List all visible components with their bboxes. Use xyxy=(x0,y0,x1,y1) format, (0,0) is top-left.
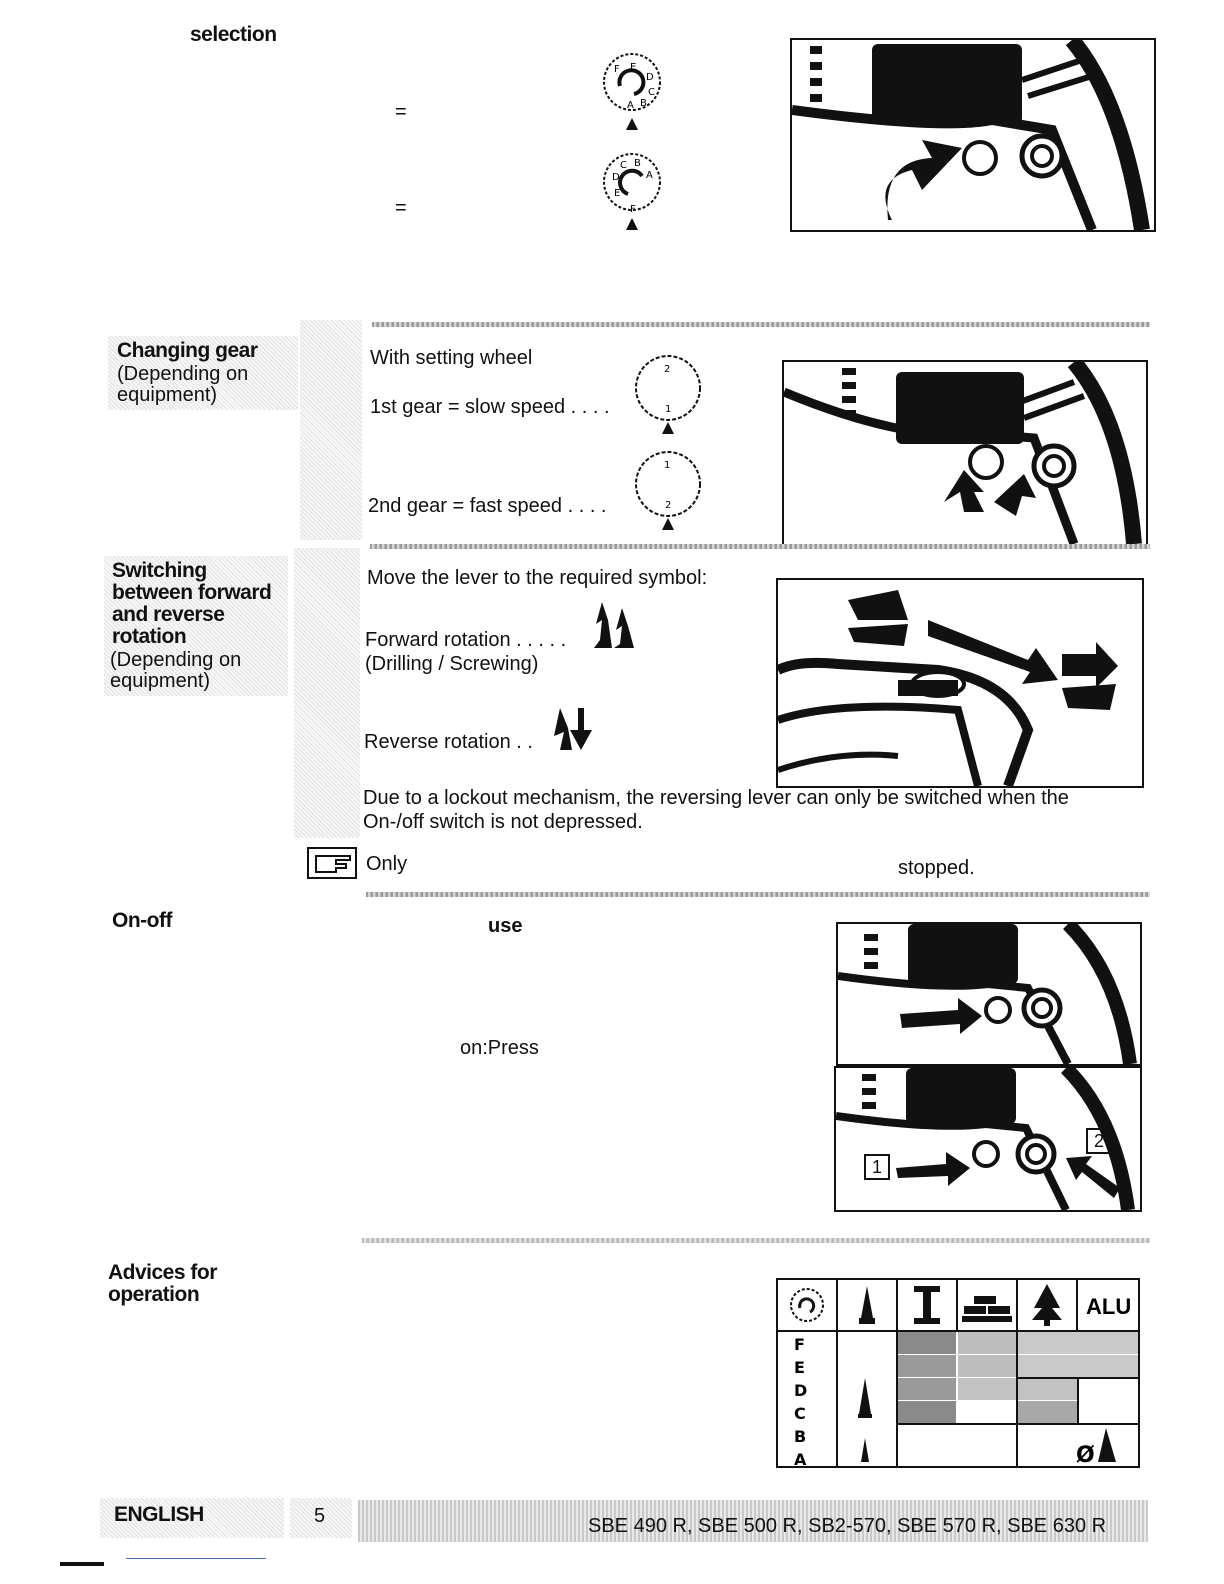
svg-text:C: C xyxy=(620,160,627,171)
gear-dial-2-top: 1 xyxy=(664,460,670,471)
switch-on-illustration xyxy=(836,922,1142,1066)
footer-band xyxy=(358,1500,1148,1542)
svg-text:A: A xyxy=(646,170,653,181)
forward-rotation-note: (Drilling / Screwing) xyxy=(365,653,539,675)
row-label-B: B xyxy=(794,1427,806,1446)
svg-text:D: D xyxy=(612,172,620,183)
row-label-E: E xyxy=(794,1358,805,1377)
gear-dial-1-top: 2 xyxy=(664,364,670,375)
divider-advices xyxy=(362,1238,1150,1243)
changing-gear-subtitle: (Depending on equipment) xyxy=(117,363,249,406)
footer-page-number: 5 xyxy=(314,1505,326,1527)
gear-dial-1-icon: 2 1 xyxy=(635,355,701,434)
svg-text:A: A xyxy=(627,100,634,111)
svg-text:F: F xyxy=(630,204,636,215)
side-shade-rotation xyxy=(104,556,288,696)
onoff-title: On-off xyxy=(112,909,172,932)
drill-dial-illustration xyxy=(790,38,1156,232)
svg-text:E: E xyxy=(630,62,636,73)
gear-1-text: 1st gear = slow speed . . . . xyxy=(370,396,610,418)
footer-language: ENGLISH xyxy=(114,1503,204,1526)
callout-box-1: 1 xyxy=(864,1154,890,1180)
switch-lock-illustration xyxy=(834,1066,1142,1212)
speed-dial-F-icon: E D C B A F xyxy=(603,153,661,230)
svg-text:D: D xyxy=(646,72,654,83)
svg-text:C: C xyxy=(648,87,655,98)
speed-eq-1: = xyxy=(395,101,407,123)
gear-dial-2-icon: 1 2 xyxy=(635,451,701,530)
row-label-D: D xyxy=(794,1381,807,1400)
onoff-press: on:Press xyxy=(460,1037,539,1059)
mid-shade-rotation xyxy=(294,548,360,838)
mid-shade-gear xyxy=(300,320,362,540)
material-speed-table: ALU F E D C B A Ø xyxy=(776,1278,1140,1468)
gear-2-text: 2nd gear = fast speed . . . . xyxy=(368,495,607,517)
footer-models: SBE 490 R, SBE 500 R, SB2-570, SBE 570 R… xyxy=(588,1515,1107,1537)
row-label-A: A xyxy=(794,1450,807,1468)
lockout-text: Due to a lockout mechanism, the reversin… xyxy=(363,787,1069,833)
stopped-text: stopped. xyxy=(898,857,975,879)
row-label-C: C xyxy=(794,1404,806,1423)
gear-dial-2-bottom: 2 xyxy=(665,500,671,511)
gear-intro: With setting wheel xyxy=(370,347,533,369)
only-text: Only xyxy=(366,853,408,875)
rotation-title: Switching between forward and reverse ro… xyxy=(112,559,272,648)
rotation-subtitle: (Depending on equipment) xyxy=(110,649,242,692)
speed-dial-A-icon: E D C B A F xyxy=(603,53,661,130)
row-label-F: F xyxy=(794,1335,805,1354)
gear-switch-illustration xyxy=(782,360,1148,546)
svg-text:B: B xyxy=(634,158,641,169)
footer-page-shade xyxy=(290,1498,352,1538)
callout-box-2: 2 xyxy=(1086,1128,1112,1154)
gear-dial-1-bottom: 1 xyxy=(665,404,671,415)
onoff-use: use xyxy=(488,915,523,937)
advices-title: Advices for operation xyxy=(108,1261,217,1306)
bottom-edge-line xyxy=(60,1562,104,1566)
forward-rotation-text: Forward rotation . . . . . xyxy=(365,629,567,651)
rotation-intro: Move the lever to the required symbol: xyxy=(367,567,708,589)
alu-label: ALU xyxy=(1086,1294,1131,1319)
rotation-lever-illustration xyxy=(776,578,1144,788)
svg-text:B: B xyxy=(640,98,647,109)
side-shade-gear xyxy=(108,336,298,410)
svg-text:E: E xyxy=(614,188,620,199)
changing-gear-title: Changing gear xyxy=(117,339,258,362)
pointing-hand-icon xyxy=(307,847,357,879)
speed-eq-2: = xyxy=(395,197,407,219)
divider-gear xyxy=(372,322,1150,327)
divider-rotation xyxy=(370,544,1150,549)
reverse-rotation-text: Reverse rotation . . xyxy=(364,731,533,753)
footer-left-shade xyxy=(100,1498,284,1538)
speed-selection-title: selection xyxy=(190,23,277,46)
bottom-edge-link-line xyxy=(126,1558,266,1559)
divider-onoff xyxy=(366,892,1150,897)
forward-rotation-icon xyxy=(594,602,634,648)
diameter-label: Ø xyxy=(1076,1443,1095,1468)
reverse-rotation-icon xyxy=(554,708,592,750)
svg-text:F: F xyxy=(614,64,620,75)
